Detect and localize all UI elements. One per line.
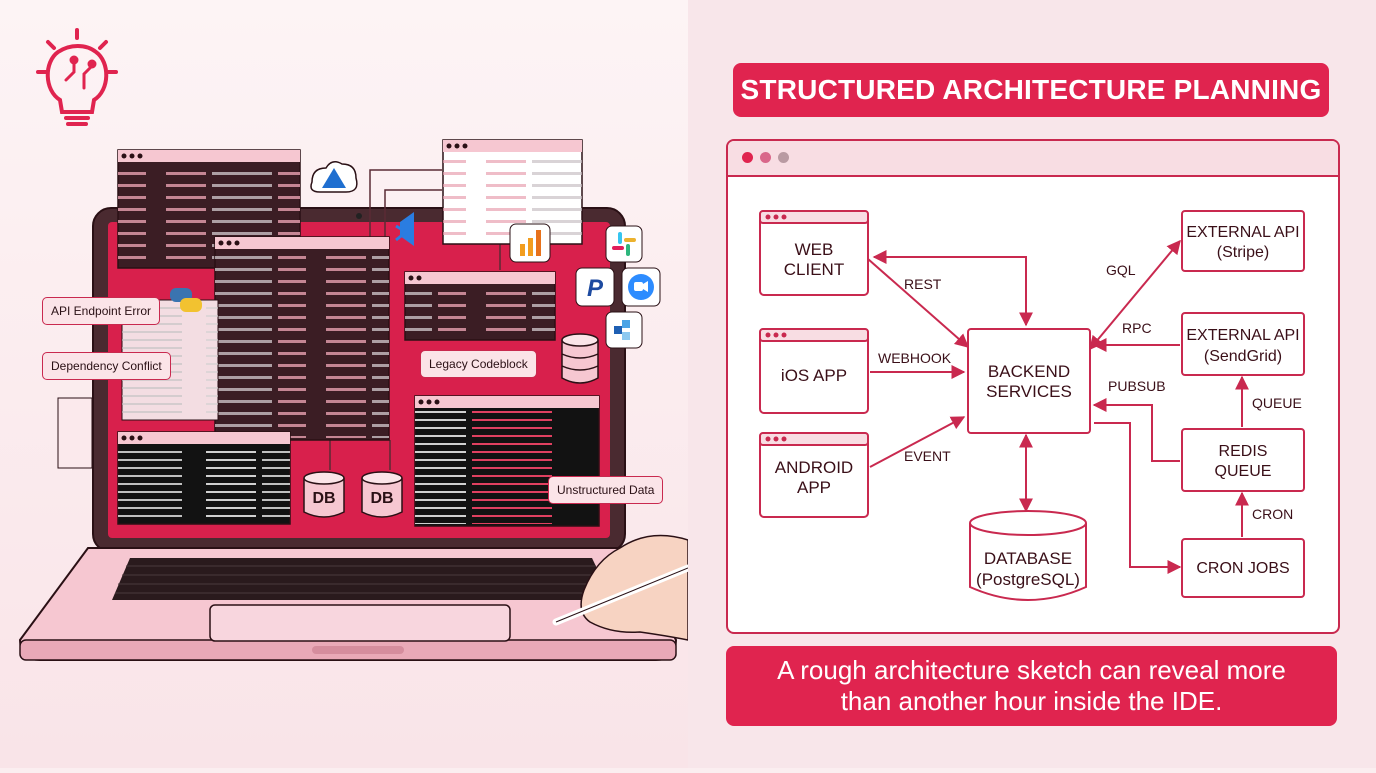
node-label: APP (797, 478, 831, 497)
page-title: STRUCTURED ARCHITECTURE PLANNING (733, 63, 1329, 117)
node-label: SERVICES (986, 382, 1072, 401)
node-label: CLIENT (784, 260, 844, 279)
python-icon (170, 288, 202, 312)
node-external-api-stripe: EXTERNAL API (Stripe) (1181, 210, 1305, 272)
callout-unstructured-data: Unstructured Data (548, 476, 664, 504)
zoom-icon (621, 267, 661, 307)
edge-rest (867, 258, 970, 348)
edge-web-backend-loop (872, 250, 1033, 327)
db-label: DB (312, 490, 335, 507)
edge-pubsub (1092, 398, 1180, 462)
node-backend-services: BACKEND SERVICES (967, 328, 1091, 434)
terminal-window (117, 431, 291, 525)
node-label: (SendGrid) (1204, 348, 1282, 365)
grid-app-icon (605, 311, 643, 349)
database-icon (303, 471, 403, 518)
edge-label-rpc: RPC (1122, 320, 1152, 336)
edge-event (869, 416, 966, 468)
node-ios-app: iOS APP (759, 328, 869, 414)
node-redis-queue: REDIS QUEUE (1181, 428, 1305, 492)
window-maximize-dot (778, 152, 789, 163)
architecture-diagram: WEB CLIENT iOS APP ANDROID APP BACKEND S… (759, 210, 1305, 601)
node-android-app: ANDROID APP (759, 432, 869, 518)
node-label: ANDROID (775, 458, 853, 477)
window-close-dot (742, 152, 753, 163)
database-icon (561, 333, 599, 384)
keyboard (112, 558, 612, 600)
node-label: EXTERNAL API (1186, 224, 1299, 241)
window-minimize-dot (760, 152, 771, 163)
node-label: CRON JOBS (1196, 560, 1289, 577)
terminal-window (414, 395, 600, 527)
hand-with-pen (552, 534, 692, 641)
code-window (404, 271, 556, 341)
node-label: WEB (795, 240, 834, 259)
code-window (214, 236, 390, 441)
json-window (442, 139, 583, 245)
edge-label-cron: CRON (1252, 506, 1293, 522)
edge-gql (1089, 239, 1181, 351)
node-cron-jobs: CRON JOBS (1181, 538, 1305, 598)
node-label: BACKEND (988, 362, 1070, 381)
edge-label-event: EVENT (904, 448, 951, 464)
callout-api-error: API Endpoint Error (42, 297, 161, 325)
paypal-icon: P (575, 267, 615, 307)
illustration-panel: DB DB (0, 0, 692, 768)
lightbulb-icon (36, 28, 118, 126)
edge-label-queue: QUEUE (1252, 395, 1302, 411)
edge-label-webhook: WEBHOOK (878, 350, 952, 366)
node-external-api-sendgrid: EXTERNAL API (SendGrid) (1181, 312, 1305, 376)
node-label: (PostgreSQL) (976, 570, 1080, 589)
node-label: (Stripe) (1217, 244, 1269, 261)
callout-legacy-codeblock: Legacy Codeblock (420, 350, 537, 378)
node-web-client: WEB CLIENT (759, 210, 869, 296)
caption-line-2: than another hour inside the IDE. (840, 686, 1223, 716)
node-label: iOS APP (781, 366, 847, 385)
node-label: DATABASE (984, 549, 1072, 568)
slack-icon (605, 225, 643, 263)
edge-label-gql: GQL (1106, 262, 1136, 278)
svg-text:P: P (587, 275, 604, 302)
vscode-icon (395, 212, 414, 246)
azure-icon (310, 161, 358, 193)
node-label: REDIS (1219, 443, 1268, 460)
laptop-illustration: DB DB (18, 28, 692, 661)
caption-banner: A rough architecture sketch can reveal m… (726, 646, 1337, 726)
node-label: QUEUE (1215, 463, 1272, 480)
node-label: EXTERNAL API (1186, 327, 1299, 344)
browser-window: WEB CLIENT iOS APP ANDROID APP BACKEND S… (726, 139, 1340, 634)
trackpad (209, 604, 511, 642)
edge-backend-cron (1094, 422, 1182, 574)
analytics-icon (509, 223, 551, 263)
db-label: DB (370, 490, 393, 507)
node-database: DATABASE (PostgreSQL) (969, 510, 1087, 601)
edge-label-pubsub: PUBSUB (1108, 378, 1166, 394)
callout-dependency-conflict: Dependency Conflict (42, 352, 171, 380)
edge-label-rest: REST (904, 276, 942, 292)
browser-titlebar (728, 141, 1338, 177)
caption-line-1: A rough architecture sketch can reveal m… (777, 655, 1286, 685)
